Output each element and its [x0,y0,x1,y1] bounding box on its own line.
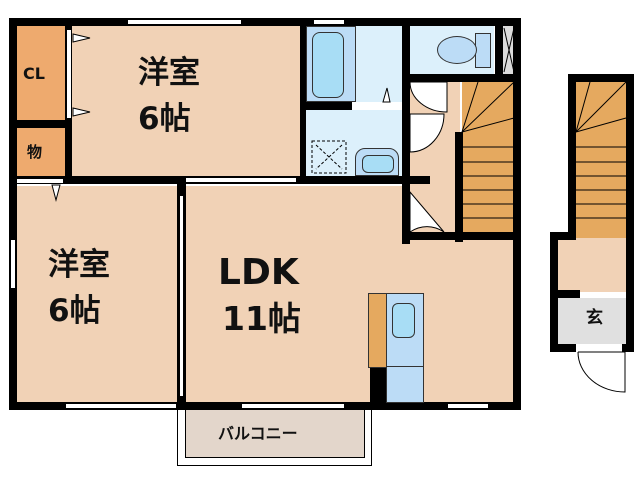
bedroom-left-floor [17,186,177,402]
entrance-floor [558,298,626,344]
window [10,240,16,288]
entrance-label: 玄 [586,308,603,328]
door-opening [17,178,63,184]
wall [550,344,576,352]
wall [9,18,17,410]
stairs-side [576,82,626,238]
window [314,19,344,25]
wall [495,18,503,82]
closet-floor [17,26,65,120]
room-size-bedroom-top: 6帖 [138,101,191,137]
storage-label: 物 [27,143,43,161]
bedroom-top-floor [68,26,300,178]
balcony [185,408,365,458]
side-landing-floor [558,238,626,292]
window [128,19,241,25]
window [186,177,296,183]
closet-door [66,30,72,118]
wall [455,132,463,242]
sliding-door [179,196,184,396]
room-size-ldk: 11帖 [222,299,301,338]
wall [550,232,558,352]
wall [558,290,580,298]
wall [9,18,521,26]
bathtub-icon [312,32,344,98]
storage-floor [17,128,65,176]
wall [626,74,634,352]
wall [513,18,521,410]
wall [17,120,67,128]
wall [370,366,386,406]
washbasin-bowl [362,155,394,173]
wall [300,102,352,110]
window [448,403,488,409]
wall [622,344,634,352]
wall [402,232,521,240]
room-label-ldk: LDK [218,252,299,293]
window [242,403,344,409]
wall [402,18,410,244]
wall [550,232,576,240]
window [66,403,176,409]
room-label-bedroom-left: 洋室 [48,247,110,283]
wall [402,74,514,82]
wall [300,18,306,184]
balcony-label: バルコニー [218,424,298,443]
toilet-bowl-icon [437,36,477,64]
kitchen-sink-icon [392,303,415,338]
closet-label: CL [23,64,45,83]
wall [568,74,576,238]
counter-divider [386,366,424,367]
wall [568,74,634,82]
room-label-bedroom-top: 洋室 [138,55,200,91]
room-size-bedroom-left: 6帖 [48,293,101,329]
